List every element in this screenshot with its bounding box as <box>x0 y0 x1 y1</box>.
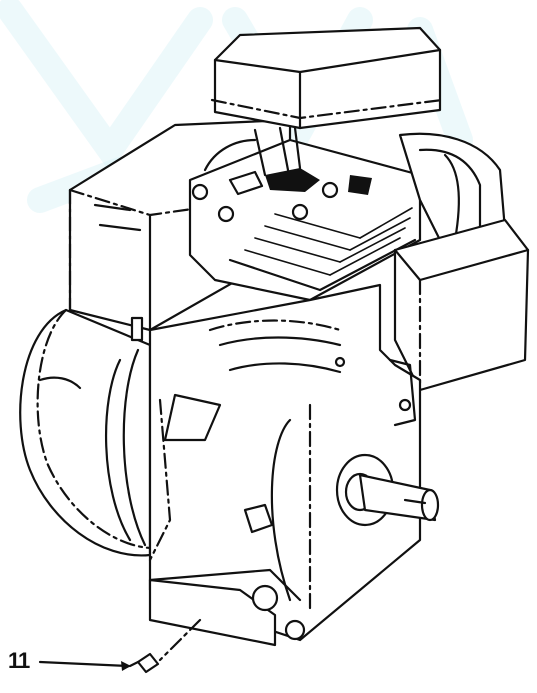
callout-arrowhead <box>121 661 131 671</box>
drain-plug <box>128 652 160 674</box>
flywheel-housing <box>19 308 152 557</box>
callout-label-11: 11 <box>8 648 30 673</box>
callout-leader <box>38 660 130 668</box>
oil-base <box>148 568 306 662</box>
air-cleaner <box>210 26 444 130</box>
muffler <box>393 132 530 392</box>
crankshaft <box>335 453 440 527</box>
carburetor <box>203 126 302 196</box>
